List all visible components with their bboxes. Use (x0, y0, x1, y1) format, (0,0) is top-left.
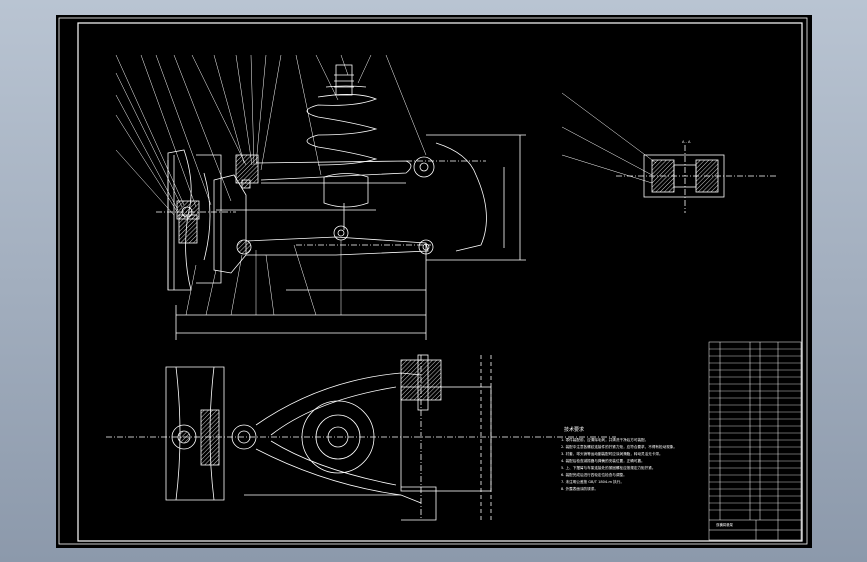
section-label: A - A (682, 140, 691, 144)
section-a-a (561, 92, 776, 213)
part-leader-lines (115, 54, 427, 316)
title-block-caption: 双横臂悬架 (716, 522, 734, 527)
drawing-sheet: A - A 技术要求 1. 零件装配前，应清除毛刺，并清洗干净后方可装 (56, 15, 812, 548)
tech-line: 3. 衬套、球头销等运动副装配时应涂润滑脂，转动灵活无卡滞。 (561, 451, 663, 456)
tech-title: 技术要求 (564, 426, 584, 433)
bom-rows (709, 348, 801, 511)
outer-frame (58, 17, 808, 545)
tech-line: 4. 装配后检查减振器与弹簧的安装位置，正确可靠。 (561, 458, 645, 463)
tech-line: 6. 装配完成后进行四轮定位检查与调整。 (561, 472, 627, 477)
tech-line: 7. 未注明公差按 GB/T 1804-m 执行。 (561, 479, 624, 484)
plan-view (106, 354, 616, 521)
inner-frame (77, 22, 803, 542)
front-view (156, 64, 526, 340)
tech-line: 1. 零件装配前，应清除毛刺，并清洗干净后方可装配。 (561, 437, 648, 442)
technical-requirements: 技术要求 1. 零件装配前，应清除毛刺，并清洗干净后方可装配。 2. 装配中注意… (561, 426, 677, 491)
tech-line: 5. 上、下摆臂与车架连接处的紧固螺栓应按规定力矩拧紧。 (561, 465, 655, 470)
drawing-canvas: A - A 技术要求 1. 零件装配前，应清除毛刺，并清洗干净后方可装 (58, 17, 808, 545)
bom-table (708, 341, 802, 541)
tech-line: 8. 外露表面涂防锈漆。 (561, 486, 598, 491)
tech-line: 2. 装配中注意各螺纹连接件的拧紧力矩，应符合要求，不得有松动现象。 (561, 444, 677, 449)
